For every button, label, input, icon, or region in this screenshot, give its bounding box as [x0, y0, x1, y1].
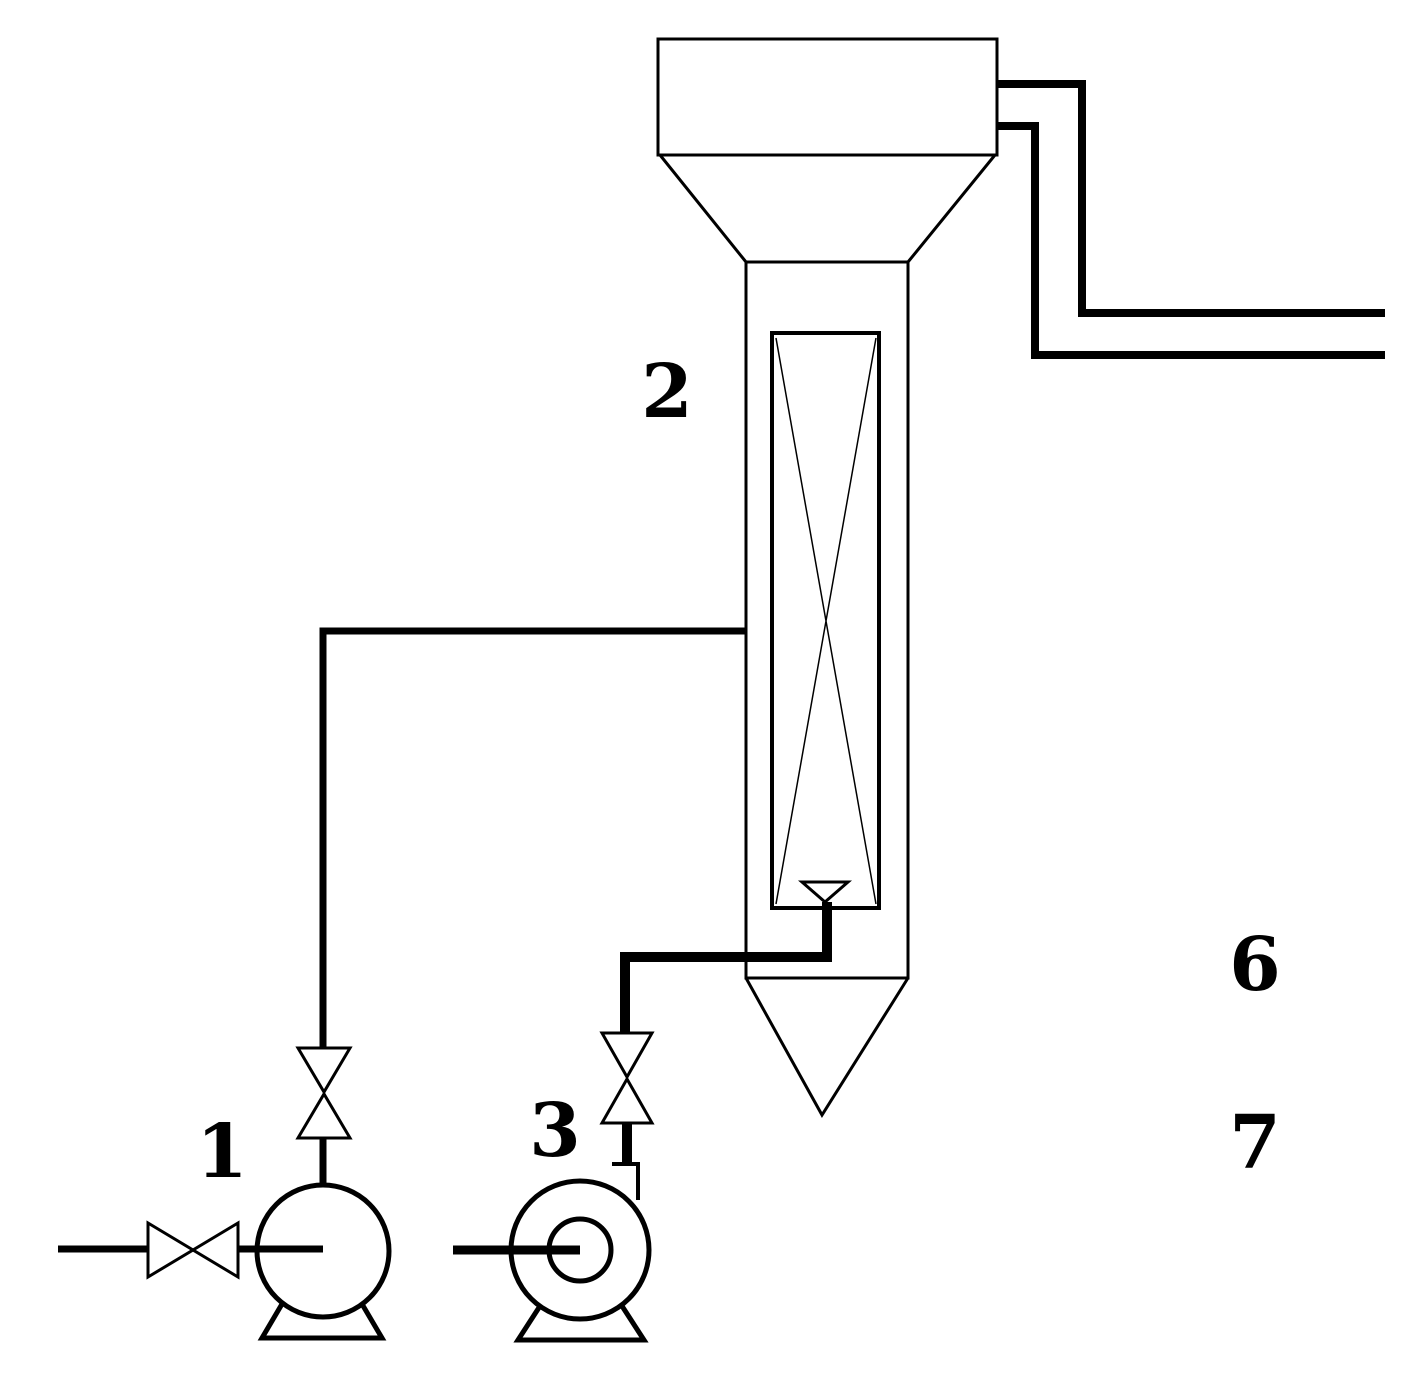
outlet-lines — [997, 80, 1385, 359]
settling-tank — [656, 37, 999, 157]
recycle-pump-discharge — [612, 1162, 640, 1200]
inlet-valve-horizontal — [146, 1220, 240, 1280]
label-reactor-2: 2 — [641, 349, 693, 435]
feed-pump — [254, 1182, 392, 1341]
feed-pipe — [319, 627, 746, 1047]
outlet-line-6 — [997, 80, 1385, 317]
outlet-line-7 — [997, 122, 1385, 359]
label-outlet-7: 7 — [1229, 1100, 1281, 1186]
reactor-funnel — [658, 154, 997, 264]
reactor-body — [744, 260, 910, 980]
feed-pump-base — [257, 1302, 387, 1341]
label-outlet-6: 6 — [1229, 922, 1281, 1008]
feed-valve-vertical — [295, 1046, 353, 1140]
recycle-pump — [453, 1162, 652, 1343]
distributor-nozzle — [797, 880, 853, 904]
reactor-cone — [744, 977, 910, 1118]
recycle-pipe — [620, 902, 832, 1033]
label-pump-3: 3 — [529, 1088, 581, 1174]
recycle-valve-vertical — [599, 1031, 655, 1125]
packing-cross-lines — [775, 337, 877, 905]
recycle-pump-base — [513, 1304, 649, 1343]
feed-pump-casing — [254, 1182, 392, 1320]
label-pump-1: 1 — [196, 1109, 248, 1195]
